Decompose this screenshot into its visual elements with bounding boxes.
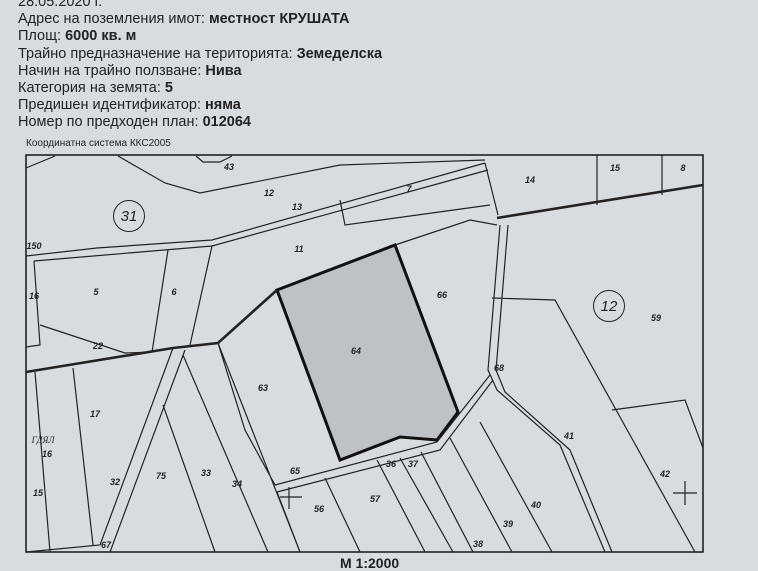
parcel-label: 65 (289, 466, 301, 476)
info-label: Номер по предходен план: (18, 114, 199, 131)
zone-31: 31 (113, 200, 145, 232)
parcel-label: 12 (263, 188, 275, 198)
info-address: Адрес на поземления имот: местност КРУША… (18, 11, 382, 28)
parcel-label: 67 (100, 540, 112, 550)
info-value: няма (205, 97, 241, 114)
parcel-label: 22 (92, 341, 104, 351)
parcel-label: 15 (32, 488, 44, 498)
info-label: Площ: (18, 28, 62, 45)
document-date: 28.05.2020 г. (18, 0, 103, 10)
parcel-label: 56 (313, 504, 325, 514)
parcel-label: 66 (436, 290, 448, 300)
grid-cross-icon (280, 481, 697, 509)
info-label: Адрес на поземления имот: (18, 11, 205, 28)
parcel-label: 13 (291, 202, 303, 212)
parcel-label: 5 (93, 287, 99, 297)
parcel-label: 63 (257, 383, 269, 393)
parcel-label: 14 (524, 175, 536, 185)
parcel-label: 150 (26, 241, 42, 251)
info-label: Категория на земята: (18, 80, 161, 97)
parcel-label: 17 (89, 409, 101, 419)
parcel-label: 15 (609, 163, 621, 173)
parcel-label: 33 (200, 468, 212, 478)
subject-parcel-64 (275, 243, 460, 462)
parcel-label: 42 (659, 469, 671, 479)
map-scale: М 1:2000 (340, 555, 400, 571)
info-value: 5 (164, 80, 173, 97)
parcel-label-subject: 64 (350, 346, 362, 356)
info-area: Площ: 6000 кв. м (18, 28, 382, 45)
thick-boundaries (25, 183, 704, 374)
info-value: 012064 (202, 114, 251, 131)
parcel-label: 37 (407, 459, 419, 469)
info-prev-id: Предишен идентификатор: няма (18, 97, 382, 114)
zone-12: 12 (593, 290, 625, 322)
parcel-label: 38 (472, 539, 484, 549)
parcel-label: 36 (385, 459, 397, 469)
parcel-label: 59 (650, 313, 662, 323)
parcel-label: 11 (294, 244, 304, 254)
info-usage: Начин на трайно ползване: Нива (18, 63, 382, 80)
parcel-label: 8 (680, 163, 686, 173)
property-info: 28.05.2020 г. Адрес на поземления имот: … (18, 0, 382, 132)
parcel-label: 40 (530, 500, 542, 510)
parcel-label: 57 (369, 494, 381, 504)
parcel-label: 68 (493, 363, 505, 373)
info-value: местност КРУШАТА (208, 11, 350, 28)
parcel-label: 32 (109, 477, 121, 487)
info-label: Начин на трайно ползване: (18, 62, 202, 79)
parcel-label: 39 (502, 519, 514, 529)
info-category: Категория на земята: 5 (18, 80, 382, 97)
place-name: ГДЯЛ (31, 435, 55, 445)
parcel-label: 34 (231, 479, 243, 489)
info-value: Нива (205, 62, 242, 79)
parcel-label: 6 (171, 287, 177, 297)
parcel-label: 75 (155, 471, 167, 481)
parcel-label: 41 (563, 431, 575, 441)
parcel-boundaries (25, 155, 704, 553)
parcel-label: 7 (406, 184, 412, 194)
map-frame (25, 154, 704, 553)
info-purpose: Трайно предназначение на територията: Зе… (18, 46, 382, 63)
info-value: Земеделска (296, 45, 383, 62)
info-label: Предишен идентификатор: (18, 97, 201, 114)
parcel-label: 43 (223, 162, 235, 172)
info-prev-number: Номер по предходен план: 012064 (18, 114, 382, 131)
parcel-label: 16 (28, 291, 40, 301)
info-value: 6000 кв. м (65, 28, 137, 45)
parcel-label: 16 (41, 449, 53, 459)
info-label: Трайно предназначение на територията: (18, 45, 293, 62)
coordinate-system: Координатна система ККС2005 (26, 138, 171, 149)
